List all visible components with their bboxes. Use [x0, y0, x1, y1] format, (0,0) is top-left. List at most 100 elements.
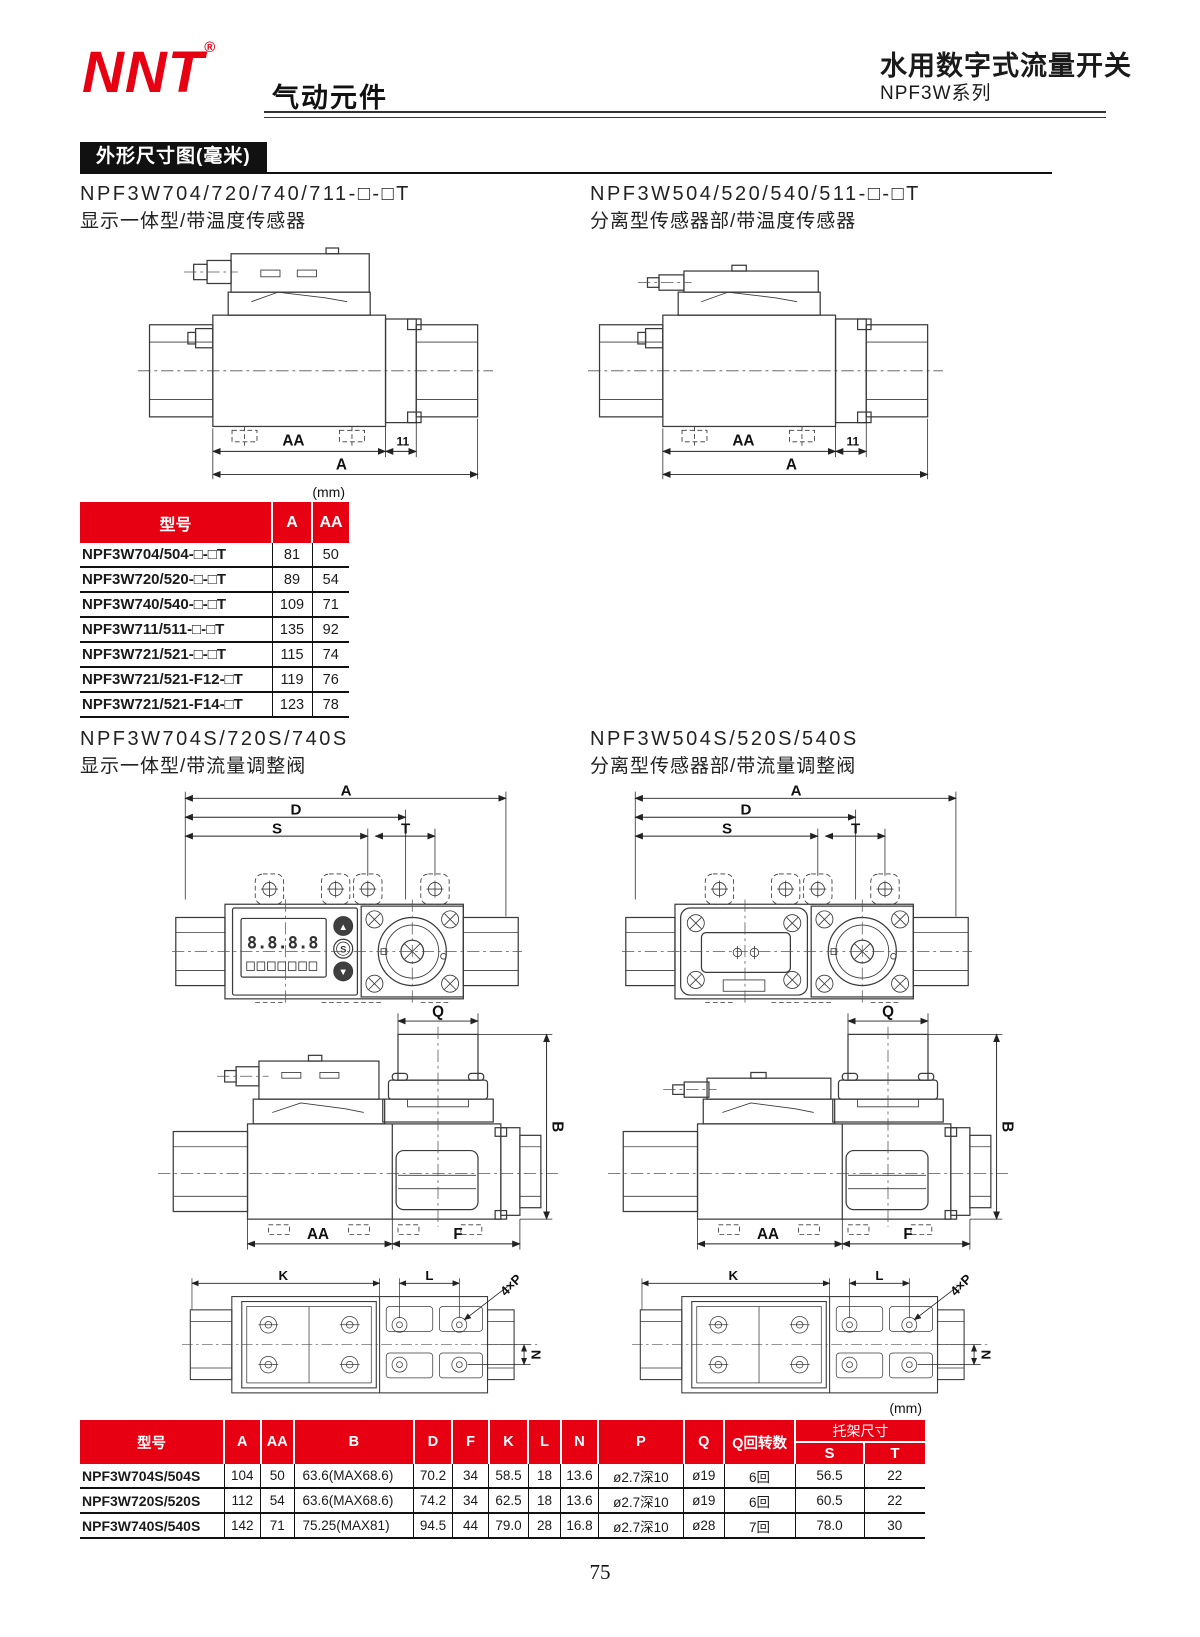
- display-module: 8.8.8.8 ▲ S ▼: [231, 907, 359, 996]
- registered-trademark-icon: ®: [204, 39, 217, 56]
- value-cell: 63.6(MAX68.6): [293, 1464, 414, 1489]
- model-code: NPF3W704S/720S/740S: [80, 728, 349, 750]
- button-set-icon: S: [340, 944, 346, 955]
- dim-label-q: Q: [882, 1003, 894, 1020]
- value-cell: 76: [311, 667, 349, 693]
- value-cell: 54: [311, 567, 349, 593]
- value-cell: 81: [271, 543, 312, 568]
- value-cell: ø2.7深10: [597, 1513, 684, 1539]
- model-heading-3: NPF3W704S/720S/740S 显示一体型/带流量调整阀: [80, 727, 349, 779]
- table-row: NPF3W740S/540S 142 71 75.25(MAX81) 94.5 …: [80, 1513, 925, 1539]
- value-cell: 79.0: [488, 1513, 529, 1539]
- mounting-plate: [241, 1301, 377, 1389]
- model-heading-4: NPF3W504S/520S/540S 分离型传感器部/带流量调整阀: [590, 727, 859, 779]
- dim-label-l: L: [875, 1268, 883, 1283]
- value-cell: 34: [451, 1464, 489, 1489]
- model-cell: NPF3W720/520-□-□T: [80, 567, 272, 593]
- model-code: NPF3W704/720/740/711-□-□T: [80, 183, 411, 205]
- mounting-holes: [835, 1306, 933, 1379]
- col-k: K: [487, 1420, 529, 1464]
- dim-label-n: N: [979, 1350, 994, 1360]
- value-cell: 109: [271, 592, 312, 618]
- value-cell: 123: [271, 692, 312, 718]
- model-cell: NPF3W704/504-□-□T: [80, 543, 272, 568]
- col-model: 型号: [80, 502, 272, 543]
- value-cell: 50: [260, 1464, 295, 1489]
- value-cell: 60.5: [794, 1488, 865, 1514]
- dim-label-a: A: [786, 457, 797, 474]
- unit-label: (mm): [312, 484, 345, 500]
- table-row: NPF3W720S/520S 112 54 63.6(MAX68.6) 74.2…: [80, 1488, 925, 1514]
- unit-label: (mm): [889, 1400, 922, 1416]
- value-cell: 34: [451, 1488, 489, 1514]
- dim-label-a: A: [341, 782, 352, 799]
- dim-label-a: A: [336, 457, 347, 474]
- dim-label-b: B: [998, 1121, 1015, 1132]
- drawing-bottom-view: K L: [632, 1268, 994, 1394]
- sensor-unit: [637, 264, 819, 293]
- button-up-icon: ▲: [339, 922, 348, 933]
- model-cell: NPF3W721/521-F12-□T: [80, 667, 272, 693]
- col-l: L: [527, 1420, 561, 1464]
- button-down-icon: ▼: [339, 967, 348, 978]
- dimension-table-2: 型号 A AA B D F K L N P Q Q回转数 托架尺寸 S T NP…: [80, 1420, 925, 1539]
- col-f: F: [451, 1420, 489, 1464]
- model-cell: NPF3W711/511-□-□T: [80, 617, 272, 643]
- value-cell: 18: [527, 1488, 561, 1514]
- dim-label-k: K: [278, 1268, 288, 1283]
- drawing-side-view-separated-temp: AA 11 A: [588, 264, 943, 480]
- value-cell: ø2.7深10: [597, 1488, 684, 1514]
- col-q-turns: Q回转数: [723, 1420, 796, 1464]
- value-cell: 62.5: [488, 1488, 529, 1514]
- dim-label-11: 11: [846, 435, 859, 449]
- mounting-plate: [691, 1301, 827, 1389]
- value-cell: ø19: [683, 1464, 725, 1489]
- display-unit: [217, 1054, 380, 1100]
- col-n: N: [559, 1420, 599, 1464]
- col-model: 型号: [80, 1420, 225, 1464]
- value-cell: ø28: [683, 1513, 725, 1539]
- model-desc: 分离型传感器部/带温度传感器: [590, 211, 857, 232]
- col-b: B: [293, 1420, 414, 1464]
- table2-header-row: 型号 A AA B D F K L N P Q Q回转数 托架尺寸: [80, 1420, 925, 1464]
- drawing-top-view-separated: A D S T: [622, 782, 972, 1005]
- value-cell: 13.6: [560, 1464, 599, 1489]
- dim-label-4xp: 4×P: [497, 1271, 525, 1299]
- value-cell: 44: [451, 1513, 489, 1539]
- model-cell: NPF3W740S/540S: [80, 1513, 225, 1539]
- brand-logo: NNT®: [82, 40, 216, 102]
- dim-label-d: D: [290, 801, 301, 818]
- value-cell: 89: [271, 567, 312, 593]
- dim-label-s: S: [722, 820, 732, 837]
- value-cell: 6回: [723, 1464, 796, 1489]
- drawing-top-view-display: A D S T 8.8.8.8: [172, 782, 522, 1005]
- value-cell: 142: [223, 1513, 261, 1539]
- drawing-bottom-view: K L: [182, 1268, 544, 1394]
- value-cell: 115: [271, 642, 312, 668]
- value-cell: 56.5: [794, 1464, 865, 1489]
- model-heading-1: NPF3W704/720/740/711-□-□T 显示一体型/带温度传感器: [80, 182, 411, 234]
- value-cell: 16.8: [560, 1513, 599, 1539]
- dim-label-q: Q: [432, 1003, 444, 1020]
- dim-label-n: N: [529, 1350, 544, 1360]
- display-unit: [184, 247, 370, 293]
- col-aa: AA: [311, 502, 349, 543]
- mounting-tabs: [254, 873, 450, 905]
- model-desc: 显示一体型/带温度传感器: [80, 211, 307, 232]
- table1-header-row: 型号 A AA: [80, 502, 349, 543]
- model-code: NPF3W504S/520S/540S: [590, 728, 859, 750]
- model-cell: NPF3W721/521-F14-□T: [80, 692, 272, 718]
- dim-label-f: F: [453, 1226, 462, 1243]
- header-rule: [264, 111, 1106, 118]
- value-cell: 119: [271, 667, 312, 693]
- col-s: S: [794, 1442, 865, 1464]
- value-cell: 94.5: [413, 1513, 453, 1539]
- value-cell: 78.0: [794, 1513, 865, 1539]
- value-cell: 30: [863, 1513, 925, 1539]
- brand-logo-text: NNT: [82, 40, 205, 105]
